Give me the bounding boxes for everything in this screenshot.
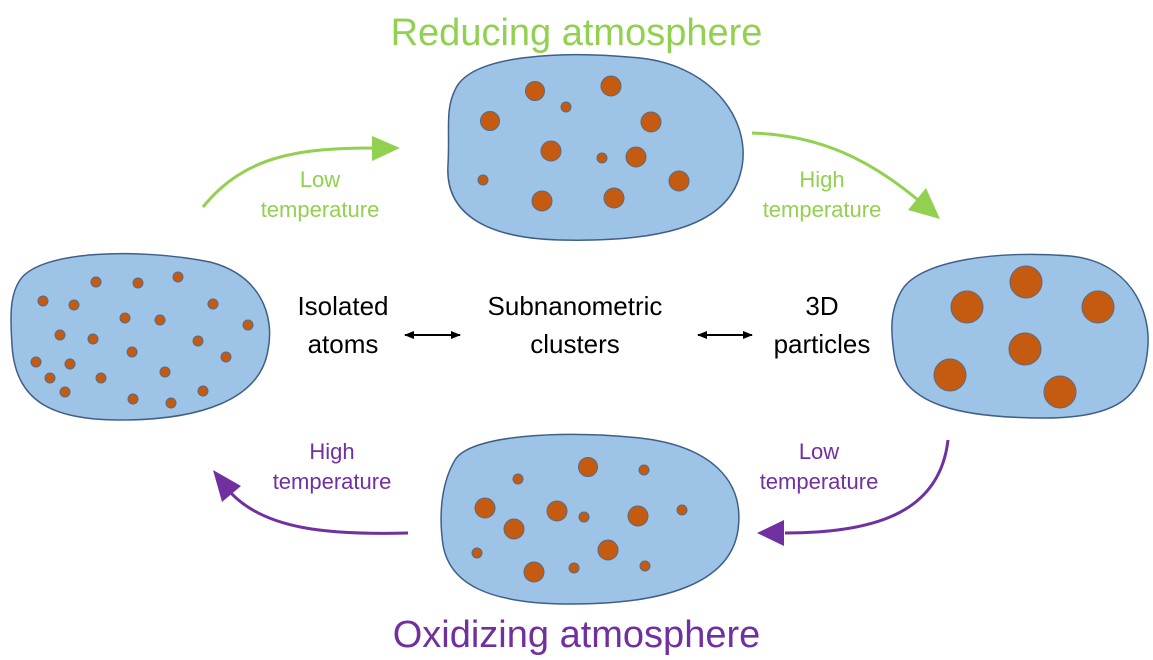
state-isolated-atoms: Isolated atoms: [278, 287, 408, 363]
arrowhead-high-temperature-oxidizing: [213, 470, 241, 502]
clusters-top: [477, 75, 690, 212]
condition-bottom-left: High temperature: [262, 437, 402, 497]
condition-top-right-line2: temperature: [762, 197, 882, 222]
arrowhead-high-temperature-reducing: [908, 188, 940, 219]
condition-top-left: Low temperature: [255, 165, 385, 225]
arrow-low-temperature-reducing: [201, 146, 376, 208]
arrowhead-low-temperature-reducing: [372, 136, 400, 161]
state-3d-particles-line2: particles: [773, 329, 871, 359]
state-subnanometric-clusters: Subnanometric clusters: [455, 287, 695, 363]
condition-top-right-line1: High: [799, 167, 845, 192]
condition-bottom-left-line1: High: [309, 439, 355, 464]
state-3d-particles: 3D particles: [757, 287, 887, 363]
arrow-high-temperature-oxidizing: [228, 490, 409, 535]
atoms-left: [30, 271, 254, 409]
particles-right: [933, 265, 1115, 409]
condition-bottom-right: Low temperature: [749, 437, 889, 497]
state-isolated-atoms-line1: Isolated: [297, 291, 389, 321]
condition-top-left-line2: temperature: [260, 197, 380, 222]
condition-top-right: High temperature: [752, 165, 892, 225]
oxidizing-atmosphere-title: Oxidizing atmosphere: [392, 614, 761, 656]
state-subnanometric-clusters-line2: clusters: [530, 329, 620, 359]
clusters-bottom: [471, 457, 688, 583]
arrowhead-low-temperature-oxidizing: [757, 520, 784, 546]
support-top-reducing: [447, 53, 744, 241]
condition-bottom-right-line2: temperature: [759, 469, 879, 494]
support-left-isolated: [10, 252, 271, 421]
state-subnanometric-clusters-line1: Subnanometric: [487, 291, 663, 321]
condition-top-left-line1: Low: [299, 167, 341, 192]
arrow-low-temperature-oxidizing: [784, 439, 950, 535]
arrow-high-temperature-reducing: [751, 131, 919, 202]
state-isolated-atoms-line2: atoms: [307, 329, 379, 359]
condition-bottom-left-line2: temperature: [272, 469, 392, 494]
reducing-atmosphere-title: Reducing atmosphere: [390, 12, 763, 54]
condition-bottom-right-line1: Low: [798, 439, 840, 464]
state-3d-particles-line1: 3D: [805, 291, 839, 321]
